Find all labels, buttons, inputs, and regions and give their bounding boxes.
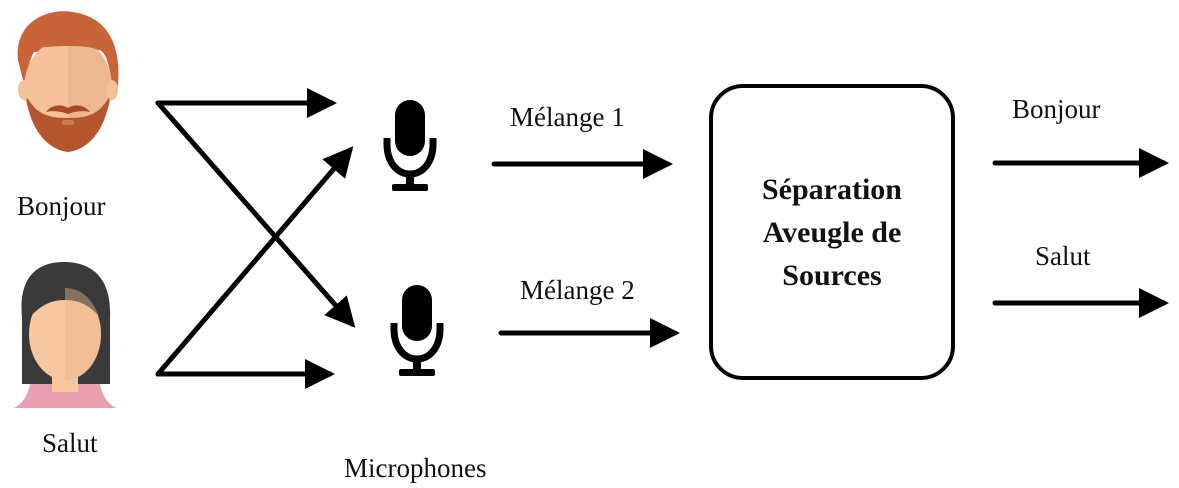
separation-box: Séparation Aveugle de Sources xyxy=(709,84,955,380)
output-2-label: Salut xyxy=(1035,241,1091,271)
microphone-icon xyxy=(390,285,444,376)
output-1-label: Bonjour xyxy=(1012,94,1101,124)
microphones-label: Microphones xyxy=(344,453,487,483)
mixture-arrows xyxy=(491,149,680,348)
mixture-1-label: Mélange 1 xyxy=(510,102,625,132)
speaker-to-mic-arrows xyxy=(155,88,356,389)
separation-title-line-2: Aveugle de xyxy=(762,215,902,249)
speaker-2-label: Salut xyxy=(42,428,98,458)
separation-title-line-3: Sources xyxy=(782,258,882,292)
output-arrows xyxy=(992,148,1169,318)
arrow-speaker1-mic2 xyxy=(155,100,356,328)
speaker-woman-icon xyxy=(14,262,116,408)
mixture-2-label: Mélange 2 xyxy=(520,275,635,305)
speaker-man-icon xyxy=(17,11,119,152)
arrow-speaker2-mic1 xyxy=(155,146,354,377)
speaker-1-label: Bonjour xyxy=(17,191,106,221)
separation-box-title: Séparation Aveugle de Sources xyxy=(762,168,902,297)
separation-title-line-1: Séparation xyxy=(761,172,902,206)
microphone-icon xyxy=(383,100,437,191)
